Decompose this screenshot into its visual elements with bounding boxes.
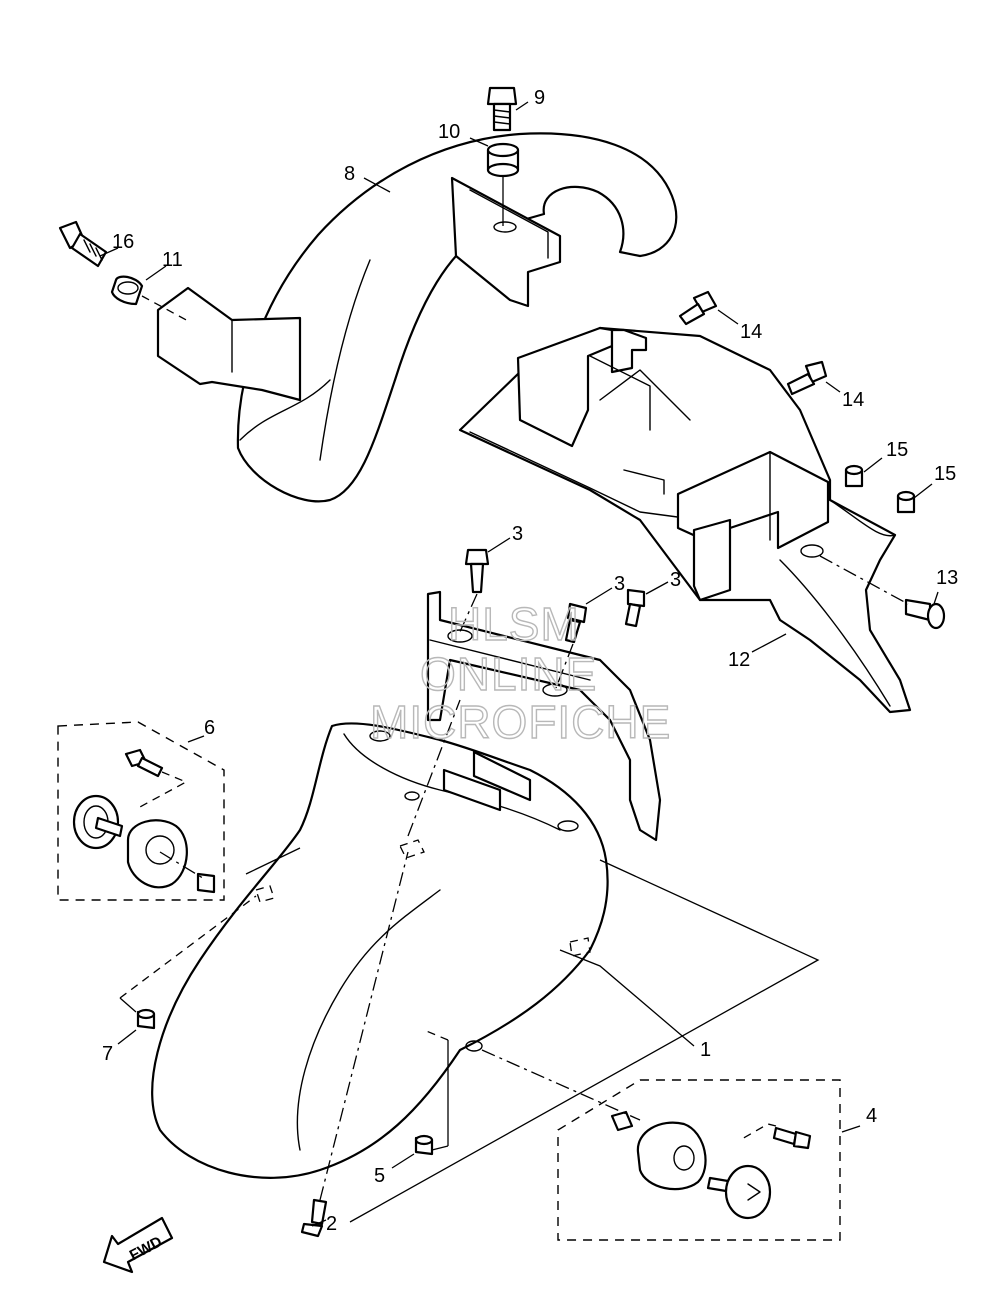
front-fender-part-1	[151, 722, 609, 1179]
callout-16: 16	[112, 231, 134, 253]
watermark: HLSM ONLINE MICROFICHE	[369, 597, 671, 748]
callout-3-right: 3	[670, 569, 681, 591]
callout-14-upper: 14	[740, 321, 762, 343]
collar-part-11	[110, 275, 144, 306]
bolt-part-3-middle	[564, 602, 588, 644]
callout-4: 4	[866, 1105, 877, 1127]
rivet-part-13	[904, 598, 946, 630]
grommet-kit-part-4	[557, 1079, 841, 1241]
callout-12: 12	[728, 649, 750, 671]
callout-10: 10	[438, 121, 460, 143]
grommet-part-15-lower	[896, 490, 916, 514]
callout-9: 9	[534, 87, 545, 109]
callout-1: 1	[700, 1039, 711, 1061]
bolt-part-16	[58, 220, 108, 268]
watermark-line-2: ONLINE	[420, 648, 597, 700]
collar-part-10	[486, 142, 520, 178]
bolt-part-3-right	[624, 588, 646, 628]
callout-2: 2	[326, 1213, 337, 1235]
forward-direction-arrow-icon: FWD	[102, 1216, 174, 1274]
callout-14-lower: 14	[842, 389, 864, 411]
callout-15-upper: 15	[886, 439, 908, 461]
watermark-line-3: MICROFICHE	[370, 696, 671, 748]
callout-15-lower: 15	[934, 463, 956, 485]
rear-fender-part-8	[156, 132, 678, 503]
nut-part-7	[136, 1008, 156, 1030]
grommet-kit-part-6	[57, 721, 225, 901]
fender-stay	[426, 590, 662, 842]
nut-part-5	[414, 1134, 434, 1156]
grommet-part-15-upper	[844, 464, 864, 488]
callout-8: 8	[344, 163, 355, 185]
callout-3-left: 3	[512, 523, 523, 545]
bolt-part-14-upper	[678, 290, 718, 326]
screw-part-2	[300, 1198, 328, 1238]
bolt-part-9	[486, 86, 518, 132]
inner-fender-part-12	[458, 326, 912, 714]
callout-7: 7	[102, 1043, 113, 1065]
callout-3-middle: 3	[614, 573, 625, 595]
bolt-part-3-left	[464, 548, 490, 594]
callout-11: 11	[162, 249, 183, 271]
watermark-line-1: HLSM	[448, 598, 580, 650]
callout-5: 5	[374, 1165, 385, 1187]
callout-13: 13	[936, 567, 958, 589]
callout-6: 6	[204, 717, 215, 739]
bolt-part-14-lower	[786, 360, 828, 396]
